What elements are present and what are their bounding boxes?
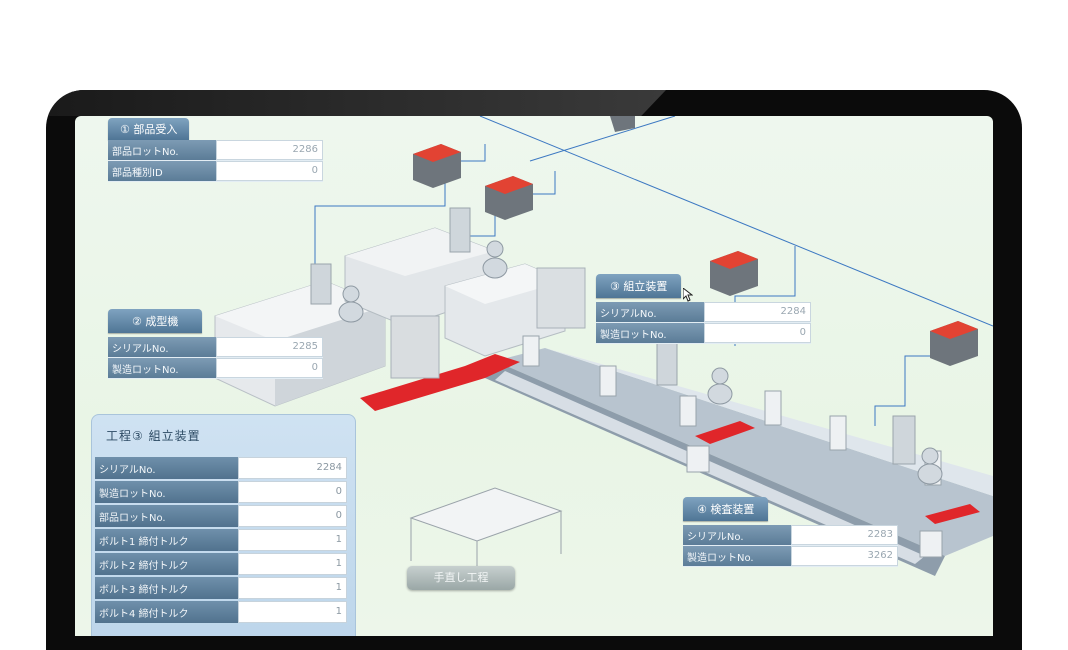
panel-row: 製造ロットNo. 0 — [108, 358, 323, 379]
detail-row: ボルト3 締付トルク 1 — [95, 577, 347, 599]
panel-inspection-equipment-title[interactable]: ④ 検査装置 — [683, 497, 769, 521]
panel-row-value: 0 — [704, 323, 811, 343]
plc-units — [413, 116, 978, 366]
panel-parts-receiving-title[interactable]: ① 部品受入 — [108, 118, 190, 140]
panel-row-value: 2284 — [704, 302, 811, 322]
panel-row-label: 製造ロットNo. — [108, 358, 216, 378]
panel-row-label: 製造ロットNo. — [683, 546, 791, 566]
red-transfer-path — [360, 354, 980, 524]
detail-row-label: ボルト2 締付トルク — [95, 553, 238, 575]
factory-scene — [214, 116, 993, 584]
detail-row-value: 0 — [238, 505, 347, 527]
detail-row-value: 1 — [238, 601, 347, 623]
process-detail-title: 工程③ 組立装置 — [106, 429, 201, 443]
detail-row-label: シリアルNo. — [95, 457, 238, 479]
panel-row-value: 2283 — [791, 525, 898, 545]
detail-row: シリアルNo. 2284 — [95, 457, 347, 479]
plc-unit-3 — [710, 251, 758, 296]
panel-parts-receiving: ① 部品受入 部品ロットNo. 2286 部品種別ID 0 — [108, 118, 323, 182]
rework-table — [409, 487, 563, 584]
panel-molding-machine-title[interactable]: ② 成型機 — [108, 309, 203, 333]
panel-row-value: 2286 — [216, 140, 323, 160]
panel-row-value: 0 — [216, 358, 323, 378]
detail-row-label: 製造ロットNo. — [95, 481, 238, 503]
panel-row: 部品種別ID 0 — [108, 161, 323, 182]
panel-molding-machine: ② 成型機 シリアルNo. 2285 製造ロットNo. 0 — [108, 309, 323, 379]
panel-row: 製造ロットNo. 0 — [596, 323, 811, 344]
panel-row-label: 部品種別ID — [108, 161, 216, 181]
panel-row-label: 部品ロットNo. — [108, 140, 216, 160]
plc-unit-top — [610, 116, 635, 132]
detail-row-value: 1 — [238, 553, 347, 575]
panel-assembly-equipment: ③ 組立装置 シリアルNo. 2284 製造ロットNo. 0 — [596, 274, 811, 344]
panel-row: 部品ロットNo. 2286 — [108, 140, 323, 161]
panel-row: シリアルNo. 2285 — [108, 337, 323, 358]
operators — [338, 240, 943, 485]
panel-row: 製造ロットNo. 3262 — [683, 546, 898, 567]
detail-row-value: 1 — [238, 529, 347, 551]
panel-row-label: 製造ロットNo. — [596, 323, 704, 343]
detail-row: ボルト4 締付トルク 1 — [95, 601, 347, 623]
panel-row: シリアルNo. 2283 — [683, 525, 898, 546]
detail-row: 製造ロットNo. 0 — [95, 481, 347, 503]
network-line-top — [529, 116, 676, 162]
detail-row-label: ボルト1 締付トルク — [95, 529, 238, 551]
panel-row: シリアルNo. 2284 — [596, 302, 811, 323]
detail-row-label: ボルト4 締付トルク — [95, 601, 238, 623]
panel-row-value: 2285 — [216, 337, 323, 357]
panel-row-label: シリアルNo. — [596, 302, 704, 322]
rework-process-button[interactable]: 手直し工程 — [407, 566, 515, 590]
panel-row-value: 3262 — [791, 546, 898, 566]
panel-row-label: シリアルNo. — [683, 525, 791, 545]
process-detail-panel: 工程③ 組立装置 シリアルNo. 2284 製造ロットNo. 0 部品ロットNo… — [91, 414, 356, 636]
detail-row-value: 1 — [238, 577, 347, 599]
detail-row-value: 2284 — [238, 457, 347, 479]
detail-row: ボルト2 締付トルク 1 — [95, 553, 347, 575]
mouse-cursor-icon — [683, 288, 693, 302]
detail-row-label: 部品ロットNo. — [95, 505, 238, 527]
detail-row-value: 0 — [238, 481, 347, 503]
detail-row-label: ボルト3 締付トルク — [95, 577, 238, 599]
detail-row: ボルト1 締付トルク 1 — [95, 529, 347, 551]
plc-unit-4 — [930, 321, 978, 366]
panel-row-value: 0 — [216, 161, 323, 181]
detail-row: 部品ロットNo. 0 — [95, 505, 347, 527]
panel-assembly-equipment-title[interactable]: ③ 組立装置 — [596, 274, 682, 298]
bezel-gloss — [46, 90, 666, 116]
panel-inspection-equipment: ④ 検査装置 シリアルNo. 2283 製造ロットNo. 3262 — [683, 497, 898, 567]
plc-unit-2 — [485, 176, 533, 220]
panel-row-label: シリアルNo. — [108, 337, 216, 357]
monitor-screen: ① 部品受入 部品ロットNo. 2286 部品種別ID 0 ② 成型機 シリアル… — [75, 116, 993, 636]
plc-unit-1 — [413, 144, 461, 188]
network-line-main — [479, 116, 993, 327]
